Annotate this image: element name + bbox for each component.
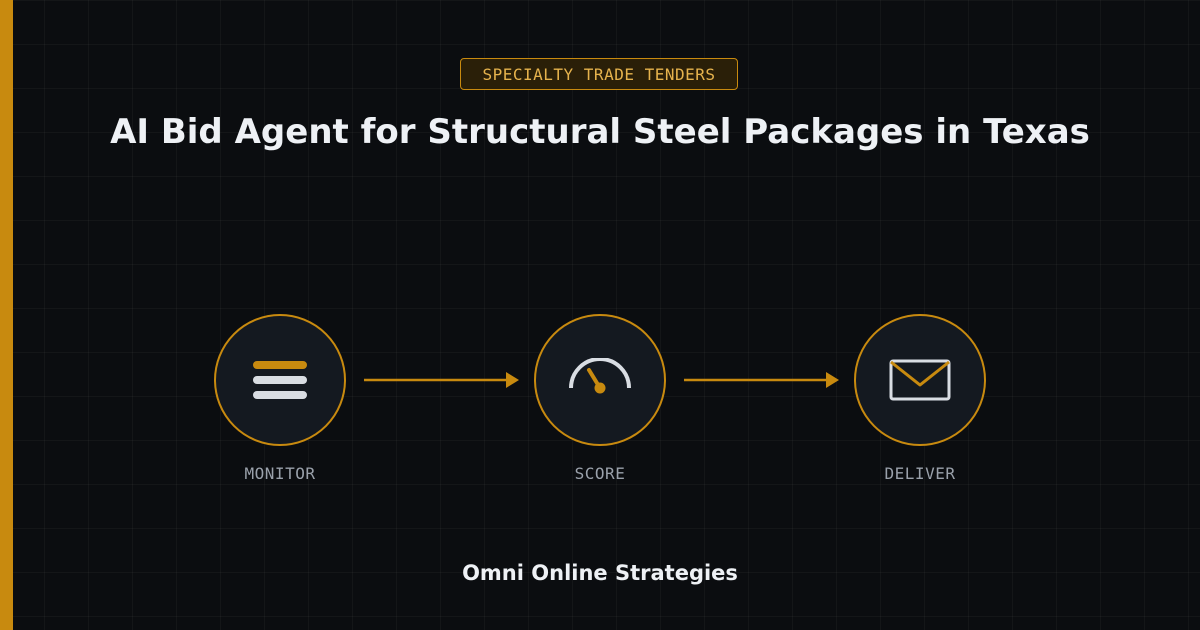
flow-arrow-2 — [684, 372, 839, 388]
category-badge: SPECIALTY TRADE TENDERS — [460, 58, 738, 90]
category-badge-label: SPECIALTY TRADE TENDERS — [482, 64, 716, 84]
step-score-node — [534, 314, 666, 446]
brand-footer: Omni Online Strategies — [462, 561, 738, 585]
list-icon — [253, 361, 307, 399]
envelope-icon — [889, 359, 951, 401]
page-title: AI Bid Agent for Structural Steel Packag… — [110, 112, 1090, 152]
step-score-label: SCORE — [574, 464, 626, 483]
step-deliver-node — [854, 314, 986, 446]
step-monitor-label: MONITOR — [244, 464, 316, 483]
accent-bar — [0, 0, 13, 630]
flow-arrow-1 — [364, 372, 519, 388]
gauge-icon — [569, 358, 631, 394]
step-monitor-node — [214, 314, 346, 446]
step-deliver-label: DELIVER — [884, 464, 956, 483]
